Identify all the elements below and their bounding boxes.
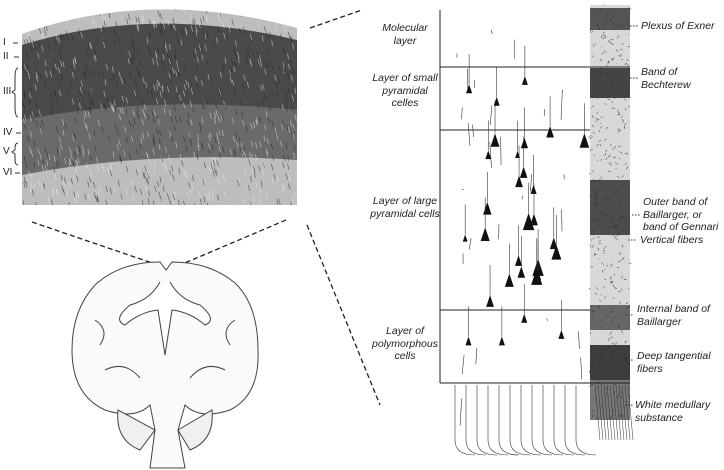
- label-band-bechterew: Band of Bechterew: [641, 66, 691, 91]
- label-small-pyramidal: Layer of small pyramidal celles: [372, 72, 438, 109]
- label-internal-band-baillarger: Internal band of Baillarger: [637, 303, 710, 328]
- layer-label-iii: III: [3, 86, 12, 97]
- layer-label-iv: IV: [3, 127, 13, 138]
- cortex-micrograph: [22, 9, 297, 205]
- layer-label-vi: VI: [3, 167, 13, 178]
- label-vertical-fibers: Vertical fibers: [640, 234, 704, 246]
- label-polymorphous: Layer of polymorphous cells: [372, 325, 438, 362]
- label-plexus-exner: Plexus of Exner: [641, 20, 715, 32]
- label-molecular-layer: Molecular layer: [382, 22, 428, 47]
- layer-label-v: V: [3, 146, 10, 157]
- layer-label-ii: II: [3, 51, 9, 62]
- label-leaders: [625, 25, 640, 406]
- layer-label-i: I: [3, 37, 6, 48]
- label-deep-tangential-fibers: Deep tangential fibers: [637, 350, 711, 375]
- label-outer-band-baillarger: Outer band of Baillarger, or band of Gen…: [643, 196, 719, 233]
- layer-ticks: [11, 42, 21, 174]
- brain-coronal-section: [71, 261, 259, 469]
- connector-lines: [31, 9, 381, 406]
- label-large-pyramidal: Layer of large pyramidal cells: [370, 195, 440, 220]
- cortex-layer-schematic: [439, 4, 634, 456]
- label-white-medullary: White medullary substance: [635, 399, 711, 424]
